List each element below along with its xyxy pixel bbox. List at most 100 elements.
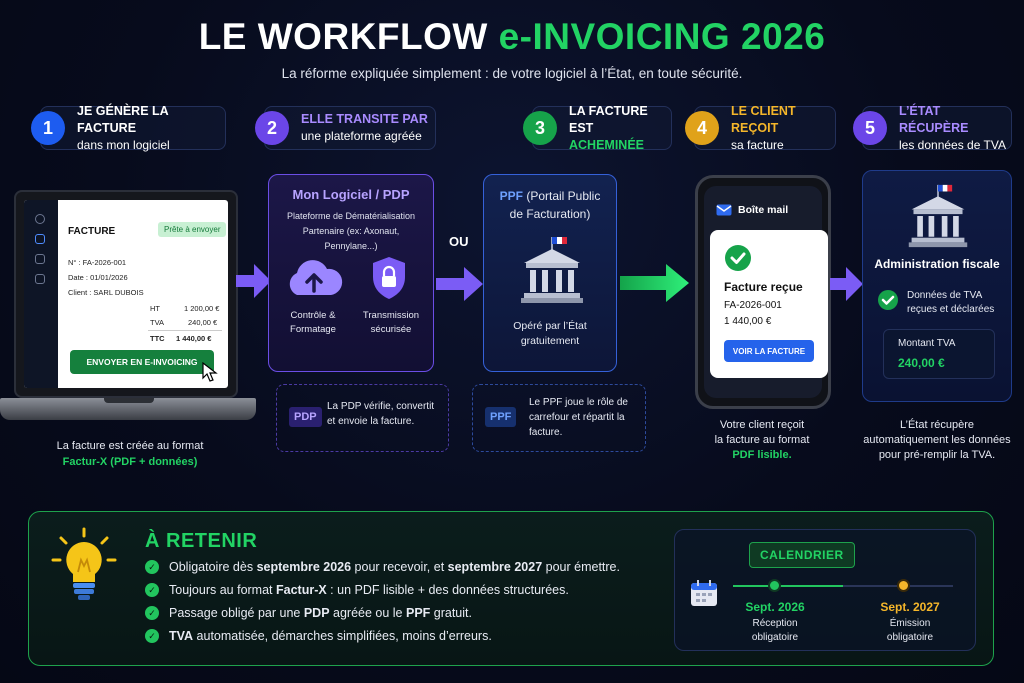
step-3-text: ACHEMINÉE	[569, 137, 645, 152]
vat-amount-box: Montant TVA 240,00 €	[883, 329, 995, 379]
admin-caption-line2: automatiquement les données	[863, 434, 1011, 446]
cloud-upload-icon	[289, 260, 343, 295]
pdp-card: Mon Logiciel / PDP Plateforme de Dématér…	[268, 174, 434, 372]
invoice-received-number: FA-2026-001	[724, 300, 782, 311]
phone-caption-line1: Votre client reçoit	[719, 419, 805, 431]
pdp-note-badge: PDP	[289, 407, 322, 427]
check-circle-icon	[878, 290, 898, 310]
check-icon: ✓	[145, 560, 159, 574]
check-icon: ✓	[145, 629, 159, 643]
sidebar-settings-icon[interactable]	[35, 274, 45, 284]
step-5-number: 5	[853, 111, 887, 145]
tva-label: TVA	[150, 318, 165, 327]
ppf-title-bold: PPF	[499, 189, 523, 203]
page-title: LE WORKFLOW e-INVOICING 2026	[0, 16, 1024, 58]
takeaway-3: ✓ Passage obligé par une PDP agréée ou l…	[145, 606, 472, 620]
invoice-client: Client : SARL DUBOIS	[68, 288, 144, 297]
laptop-caption-line2: Factur-X (PDF + données)	[62, 456, 198, 468]
timeline-dot-2027	[897, 579, 910, 592]
timeline-line	[733, 585, 953, 587]
tax-administration-title: Administration fiscale	[874, 257, 1000, 271]
pdp-feature-control: Contrôle & Formatage	[290, 310, 336, 335]
mailbox-label: Boîte mail	[738, 204, 789, 216]
check-icon: ✓	[145, 583, 159, 597]
step-3: 3 LA FACTURE EST ACHEMINÉE	[523, 103, 672, 152]
invoice-date: Date : 01/01/2026	[68, 273, 128, 282]
step-4-title: LE CLIENT REÇOIT	[731, 103, 796, 135]
admin-caption-line1: L’État récupère	[900, 419, 974, 431]
mail-icon	[716, 204, 732, 216]
ppf-card: PPF (Portail Public de Facturation) Opér…	[483, 174, 617, 372]
invoice-received-amount: 1 440,00 €	[724, 316, 772, 327]
sidebar-doc-icon[interactable]	[35, 254, 45, 264]
invoice-title: FACTURE	[68, 226, 116, 237]
step-1-number: 1	[31, 111, 65, 145]
laptop-caption-line1: La facture est créée au format	[56, 440, 204, 452]
admin-caption-line3: pour pré-remplir la TVA.	[878, 449, 996, 461]
takeaway-4: ✓ TVA automatisée, démarches simplifiées…	[145, 629, 492, 643]
tva-value: 240,00 €	[188, 318, 218, 327]
send-einvoicing-button[interactable]: ENVOYER EN E-INVOICING	[70, 350, 214, 374]
page-subtitle: La réforme expliquée simplement : de vot…	[281, 66, 743, 81]
laptop-base	[0, 398, 256, 420]
ppf-title-rest: (Portail Public de Facturation)	[509, 189, 601, 221]
ttc-value: 1 440,00 €	[176, 334, 212, 343]
calendar-icon	[691, 580, 717, 606]
invoice-received-title: Facture reçue	[724, 280, 803, 294]
key-takeaways-title: À RETENIR	[145, 530, 258, 552]
arrow-right-icon	[236, 264, 271, 298]
step-4: 4 LE CLIENT REÇOIT sa facture	[685, 103, 836, 152]
date-2027: Sept. 2027	[880, 600, 940, 614]
check-circle-icon	[725, 245, 751, 271]
cursor-icon	[202, 362, 218, 382]
arrow-right-icon	[620, 264, 689, 302]
pdp-note-text: La PDP vérifie, convertit et envoie la f…	[327, 401, 435, 427]
step-4-text: sa facture	[731, 137, 784, 152]
step-1: 1 JE GÉNÈRE LA FACTURE dans mon logiciel	[31, 103, 226, 152]
laptop-caption: La facture est créée au format Factur-X …	[0, 438, 260, 470]
pdp-card-desc: Plateforme de Dématérialisation Partenai…	[286, 211, 416, 251]
vat-amount-label: Montant TVA	[898, 338, 956, 349]
check-icon: ✓	[145, 606, 159, 620]
tax-administration-card: Administration fiscale Données de TVA re…	[862, 170, 1012, 402]
lightbulb-icon	[51, 527, 117, 600]
phone-caption: Votre client reçoit la facture au format…	[694, 418, 830, 463]
or-label: OU	[449, 234, 469, 249]
step-2-number: 2	[255, 111, 289, 145]
invoice-status-badge: Prête à envoyer	[158, 222, 227, 237]
laptop-screen: FACTURE Prête à envoyer N° : FA-2026-001…	[24, 200, 228, 388]
takeaway-1: ✓ Obligatoire dès septembre 2026 pour re…	[145, 560, 620, 574]
ppf-note-badge: PPF	[485, 407, 517, 427]
step-4-number: 4	[685, 111, 719, 145]
phone-screen: Boîte mail Facture reçue FA-2026-001 1 4…	[704, 186, 828, 398]
view-invoice-button[interactable]: VOIR LA FACTURE	[724, 340, 814, 362]
sidebar-home-icon[interactable]	[35, 214, 45, 224]
arrow-right-icon	[830, 267, 863, 301]
phone-caption-line2: la facture au format	[714, 434, 810, 446]
sidebar-invoice-icon[interactable]	[35, 234, 45, 244]
ht-value: 1 200,00 €	[184, 304, 220, 313]
step-1-text: dans mon logiciel	[77, 137, 170, 152]
phone-caption-line3: PDF lisible.	[732, 449, 792, 461]
step-5-text: les données de TVA	[899, 137, 1006, 152]
shield-lock-icon	[373, 257, 405, 299]
ppf-card-desc: Opéré par l’État gratuitement	[513, 320, 587, 347]
step-3-number: 3	[523, 111, 557, 145]
date-2026: Sept. 2026	[745, 600, 805, 614]
vat-data-status: Données de TVA reçues et déclarées	[907, 290, 995, 315]
step-3-title: LA FACTURE EST	[569, 103, 648, 135]
government-building-icon	[908, 184, 968, 248]
admin-caption: L’État récupère automatiquement les donn…	[852, 418, 1022, 463]
laptop: FACTURE Prête à envoyer N° : FA-2026-001…	[14, 190, 238, 398]
key-takeaways-panel: À RETENIR ✓ Obligatoire dès septembre 20…	[28, 511, 994, 666]
arrow-right-icon	[436, 267, 483, 301]
government-building-icon	[521, 237, 583, 303]
step-1-title: JE GÉNÈRE LA FACTURE	[77, 103, 169, 135]
vat-amount-value: 240,00 €	[898, 356, 945, 370]
timeline-dot-2026	[768, 579, 781, 592]
ppf-note-text: Le PPF joue le rôle de carrefour et répa…	[529, 397, 628, 438]
